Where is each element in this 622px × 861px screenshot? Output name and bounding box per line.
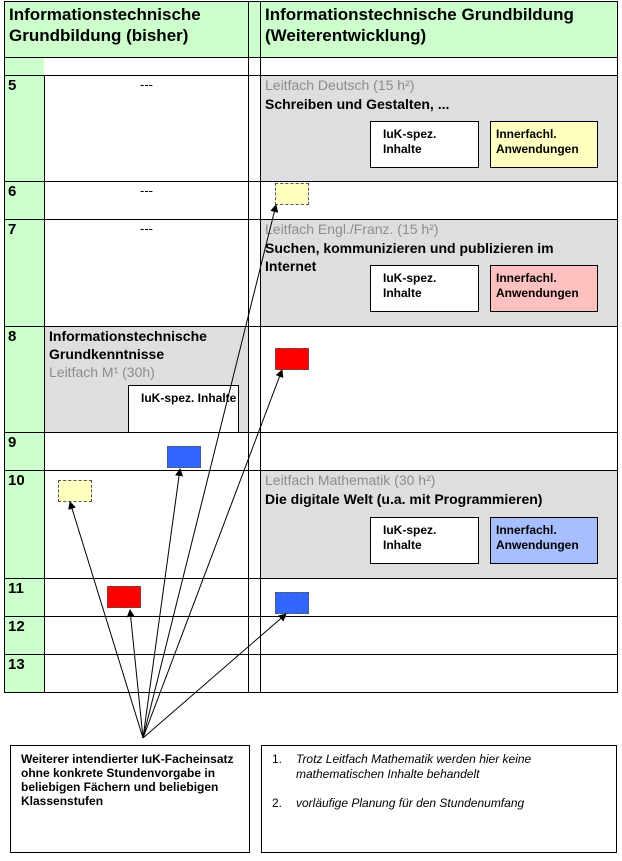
- grade-label-13: 13: [8, 656, 25, 673]
- deutsch-leitfach: Leitfach Deutsch (15 h²): [265, 77, 415, 93]
- arrow-to-yellow-grade6: [142, 204, 279, 739]
- grade-label-9: 9: [8, 434, 17, 451]
- arrow-to-yellow-grade10: [68, 501, 144, 739]
- footnote-2-num: 2.: [272, 796, 283, 810]
- grid-line: [44, 75, 45, 693]
- yellow-square-grade6: [275, 183, 309, 205]
- footnote-2: 2. vorläufige Planung für den Stundenumf…: [270, 796, 608, 811]
- arrow-to-red-grade11: [126, 609, 144, 739]
- blue-square-grade11: [275, 592, 309, 614]
- grade-label-8: 8: [8, 328, 17, 345]
- grid-line: [4, 654, 618, 655]
- arrow-to-red-grade8: [142, 369, 284, 739]
- mathe-leitfach: Leitfach Mathematik (30 h²): [265, 472, 436, 488]
- footnote-1-text: Trotz Leitfach Mathematik werden hier ke…: [296, 752, 532, 781]
- footnote-1-num: 1.: [272, 752, 283, 766]
- deutsch-iuk-box: IuK-spez. Inhalte: [370, 121, 479, 168]
- header-right-bg: [260, 2, 618, 57]
- dash-grade-6: ---: [140, 183, 153, 198]
- footer-left-note: Weiterer intendierter IuK-Facheinsatz oh…: [21, 752, 234, 808]
- engl-innerfachl-box: Innerfachl. Anwendungen: [490, 265, 598, 312]
- grade-label-7: 7: [8, 221, 17, 238]
- mathe-iuk-box: IuK-spez. Inhalte: [370, 517, 479, 564]
- grid-line: [4, 1, 618, 2]
- grid-line: [4, 432, 618, 433]
- grade8-iuk-box: IuK-spez. Inhalte: [128, 385, 239, 433]
- grade-label-5: 5: [8, 77, 17, 94]
- engl-topic: Suchen, kommunizieren und publizieren im…: [265, 240, 554, 274]
- header-left-bg: [4, 2, 248, 57]
- deutsch-topic: Schreiben und Gestalten, ...: [265, 96, 450, 112]
- grade8-title: Informationstechnische Grundkenntnisse: [49, 328, 207, 362]
- footnote-1: 1. Trotz Leitfach Mathematik werden hier…: [270, 752, 608, 782]
- grid-line: [260, 1, 261, 693]
- grid-line: [4, 1, 5, 693]
- mathe-topic: Die digitale Welt (u.a. mit Programmiere…: [265, 491, 543, 507]
- dash-grade-5: ---: [140, 77, 153, 92]
- grid-line: [4, 326, 618, 327]
- grid-line: [4, 75, 618, 76]
- grid-line: [617, 1, 618, 693]
- footnote-2-text: vorläufige Planung für den Stundenumfang: [296, 796, 525, 810]
- engl-iuk-box: IuK-spez. Inhalte: [370, 265, 479, 312]
- grade-label-11: 11: [8, 580, 24, 597]
- grade8-leitfach: Leitfach M¹ (30h): [49, 364, 155, 380]
- grade-label-6: 6: [8, 183, 17, 200]
- grade-label-12: 12: [8, 618, 25, 635]
- grid-line: [4, 692, 618, 693]
- header-right-title: Informationstechnische Grundbildung (Wei…: [265, 5, 574, 45]
- arrow-to-blue-grade11: [142, 613, 287, 739]
- separator-column: [248, 2, 260, 57]
- grid-line: [4, 57, 618, 58]
- grade-column: [4, 2, 44, 692]
- grid-line: [4, 470, 618, 471]
- engl-leitfach: Leitfach Engl./Franz. (15 h²): [265, 221, 439, 237]
- deutsch-innerfachl-box: Innerfachl. Anwendungen: [490, 121, 598, 168]
- dash-grade-7: ---: [140, 221, 153, 236]
- grid-line: [4, 181, 618, 182]
- footnotes-box: 1. Trotz Leitfach Mathematik werden hier…: [261, 745, 617, 853]
- grid-line: [4, 219, 618, 220]
- red-square-grade8: [275, 348, 309, 370]
- footer-left-box: Weiterer intendierter IuK-Facheinsatz oh…: [10, 745, 250, 853]
- grid-line: [4, 578, 618, 579]
- header-left-title: Informationstechnische Grundbildung (bis…: [9, 5, 201, 45]
- grade-label-10: 10: [8, 472, 25, 489]
- grid-line: [248, 1, 249, 693]
- red-square-grade11: [107, 586, 141, 608]
- arrow-to-blue-grade9: [142, 468, 184, 739]
- blue-square-grade9: [167, 446, 201, 468]
- grid-line: [4, 616, 618, 617]
- mathe-innerfachl-box: Innerfachl. Anwendungen: [490, 517, 598, 564]
